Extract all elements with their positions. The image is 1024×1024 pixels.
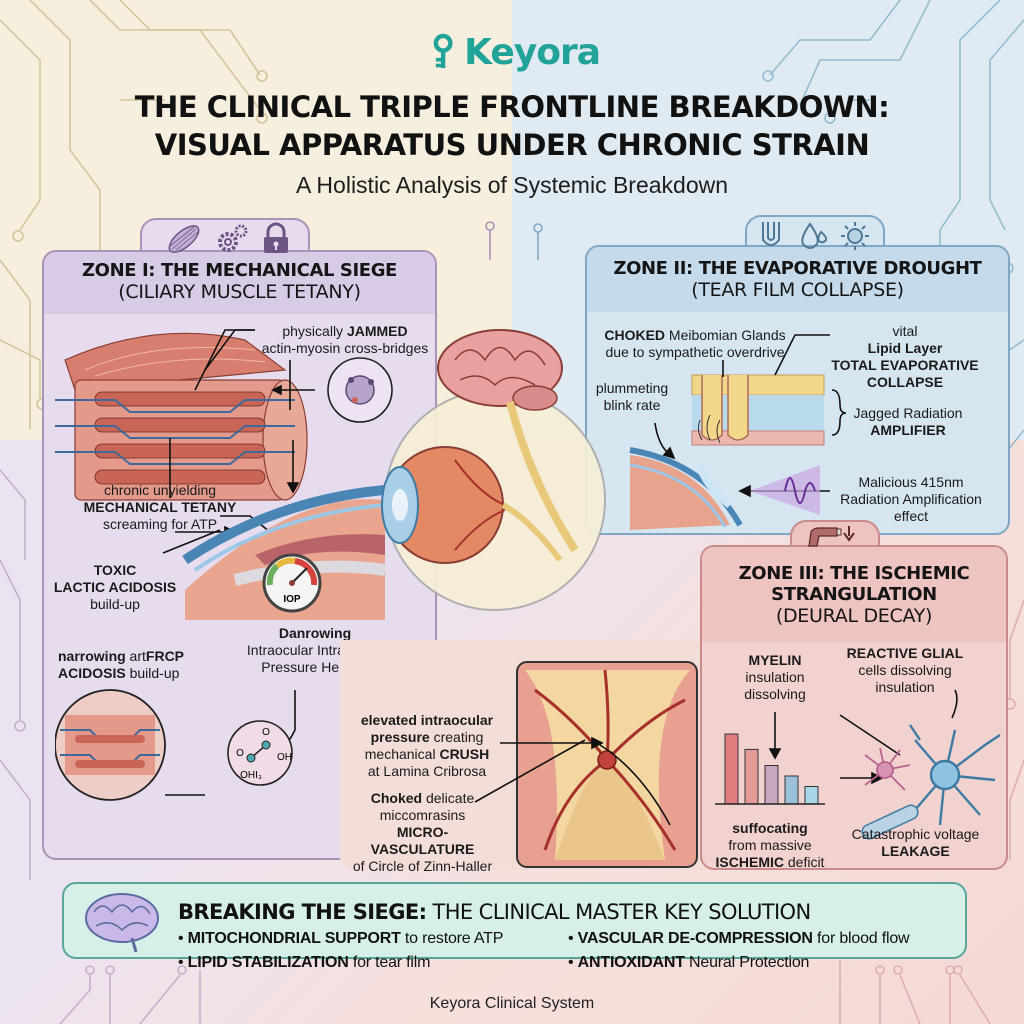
- optic-nerve-head-illustration: [516, 661, 698, 868]
- droplets-icon: [801, 222, 828, 249]
- key-icon: [433, 33, 453, 69]
- damaged-axon: [861, 804, 919, 840]
- decline-bar: [784, 775, 799, 805]
- zone2-heading: ZONE II: THE EVAPORATIVE DROUGHT (TEAR F…: [587, 258, 1008, 301]
- lock-icon: [264, 222, 288, 253]
- pipe-clamp-icon: [808, 526, 855, 547]
- decline-bar: [724, 733, 739, 805]
- zone2-title: ZONE II: THE EVAPORATIVE DROUGHT: [613, 258, 982, 279]
- tear-film-layers: [691, 374, 825, 446]
- brain-icon: [85, 893, 159, 953]
- zone1-header: [44, 252, 435, 314]
- muscle-fiber-illustration: [55, 332, 308, 501]
- molecule-oh: OH: [277, 752, 292, 763]
- solution-item-vascular: • VASCULAR DE-COMPRESSION for blood flow: [568, 930, 910, 947]
- solution-panel: [62, 882, 967, 959]
- molecule-o-left: O: [236, 748, 244, 759]
- brain-icon: [437, 329, 563, 411]
- zone1-icons: [168, 222, 288, 253]
- zone2-illustration: [629, 334, 847, 530]
- sun-icon: [841, 222, 869, 250]
- zone2-subtitle: (TEAR FILM COLLAPSE): [691, 279, 904, 301]
- zone1-heading: ZONE I: THE MECHANICAL SIEGE (CILIARY MU…: [44, 260, 435, 303]
- gears-icon: [218, 224, 248, 252]
- zone3-subtitle: (DEURAL DECAY): [775, 605, 933, 627]
- zone3-callouts: [474, 689, 1001, 840]
- page-subtitle: A Holistic Analysis of Systemic Breakdow…: [295, 172, 729, 198]
- muscle-icon: [168, 225, 200, 253]
- glial-cell-pink: [864, 747, 911, 791]
- solution-item-mitochondrial: • MITOCHONDRIAL SUPPORT to restore ATP: [178, 930, 504, 947]
- zone3-title-line-1: ZONE III: THE ISCHEMIC: [738, 563, 970, 584]
- molecule-o-top: O: [262, 727, 270, 738]
- brand-logo: Keyora: [430, 24, 601, 80]
- decline-bar: [764, 765, 779, 805]
- title-line-1: THE CLINICAL TRIPLE FRONTLINE BREAKDOWN:: [134, 90, 890, 124]
- zone2-icons: [762, 222, 869, 250]
- brand-name: Keyora: [464, 31, 601, 73]
- zone2-header: [587, 247, 1008, 312]
- zone3-heading: ZONE III: THE ISCHEMIC STRANGULATION (DE…: [702, 563, 1006, 627]
- zone3-title-line-2: STRANGULATION: [771, 584, 937, 605]
- cornea-illustration: [629, 414, 743, 530]
- solution-item-lipid: • LIPID STABILIZATION for tear film: [178, 954, 431, 971]
- muscle-fiber-inset: [55, 689, 166, 801]
- blue-light-wave: [750, 465, 820, 515]
- central-brain-eye-illustration: [381, 329, 606, 611]
- page-title: THE CLINICAL TRIPLE FRONTLINE BREAKDOWN:…: [0, 88, 1024, 164]
- decline-bar: [744, 748, 759, 805]
- optic-nerve: [506, 401, 579, 553]
- mitochondria-inset: [327, 357, 393, 423]
- decline-bar: [804, 786, 819, 805]
- zone3-header: [702, 547, 1006, 642]
- zone1-title: ZONE I: THE MECHANICAL SIEGE: [82, 260, 397, 281]
- molecule-ohi3: OHI₃: [240, 770, 262, 781]
- title-line-2: VISUAL APPARATUS UNDER CHRONIC STRAIN: [154, 128, 870, 162]
- eyeball-icon: [381, 446, 563, 564]
- zone1-subtitle: (CILIARY MUSCLE TETANY): [118, 281, 361, 303]
- zone1-illustration: IOP O O OH OHI₃: [55, 329, 393, 801]
- lactic-acid-molecule: O O OH OHI₃: [227, 720, 293, 786]
- solution-title: BREAKING THE SIEGE: THE CLINICAL MASTER …: [178, 900, 811, 924]
- iop-label: IOP: [283, 594, 301, 605]
- decline-bar-chart: [724, 733, 819, 805]
- solution-item-antioxidant: • ANTIOXIDANT Neural Protection: [568, 954, 810, 971]
- iop-gauge: IOP: [262, 553, 322, 613]
- gland-icon: [762, 222, 780, 246]
- neuron-blue: [909, 724, 1001, 826]
- footer-text: Keyora Clinical System: [429, 995, 595, 1012]
